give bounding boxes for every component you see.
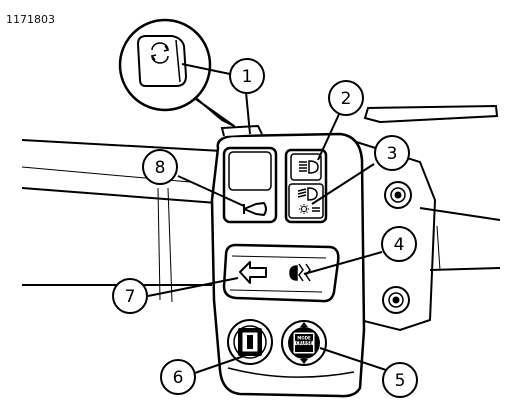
low-beam-icon xyxy=(297,187,318,201)
inset-button xyxy=(136,35,188,87)
mode-cruise-switch[interactable]: MODE CRUISE xyxy=(281,320,327,366)
callout-4: 4 xyxy=(381,226,417,262)
handlebar xyxy=(21,139,241,303)
svg-text:5: 5 xyxy=(395,371,406,391)
svg-text:8: 8 xyxy=(155,158,166,178)
svg-text:7: 7 xyxy=(125,287,136,307)
lever-mount xyxy=(348,104,501,332)
flash-icon xyxy=(299,204,320,214)
high-beam-flash-icon xyxy=(289,263,311,282)
leader-lines xyxy=(147,63,387,375)
rocker-switch[interactable] xyxy=(227,319,273,365)
svg-text:4: 4 xyxy=(394,235,405,255)
left-arrow-icon xyxy=(239,261,267,284)
headlamp-switch[interactable] xyxy=(284,148,328,224)
callout-1: 1 xyxy=(229,58,265,94)
rotate-icon xyxy=(150,42,170,64)
svg-text:1: 1 xyxy=(242,67,253,87)
high-beam-icon xyxy=(299,160,319,174)
callout-6: 6 xyxy=(160,359,196,395)
callout-5: 5 xyxy=(382,362,418,398)
callout-3: 3 xyxy=(374,135,410,171)
mode-label: MODE xyxy=(297,336,311,341)
callout-8: 8 xyxy=(142,149,178,185)
turn-signal-switch[interactable] xyxy=(222,243,340,303)
svg-text:3: 3 xyxy=(387,144,398,164)
mount-screw-upper xyxy=(384,181,412,209)
figure-id: 1171803 xyxy=(6,13,55,26)
callout-7: 7 xyxy=(112,278,148,314)
svg-text:6: 6 xyxy=(173,368,184,388)
detail-inset xyxy=(118,18,235,127)
cruise-label: CRUISE xyxy=(296,341,313,346)
callout-2: 2 xyxy=(328,80,364,116)
svg-text:2: 2 xyxy=(341,89,352,109)
housing-top-ridge xyxy=(220,124,263,137)
housing-lower-lip xyxy=(227,367,355,378)
mount-screw-lower xyxy=(382,286,410,314)
horn-button[interactable] xyxy=(222,146,278,224)
